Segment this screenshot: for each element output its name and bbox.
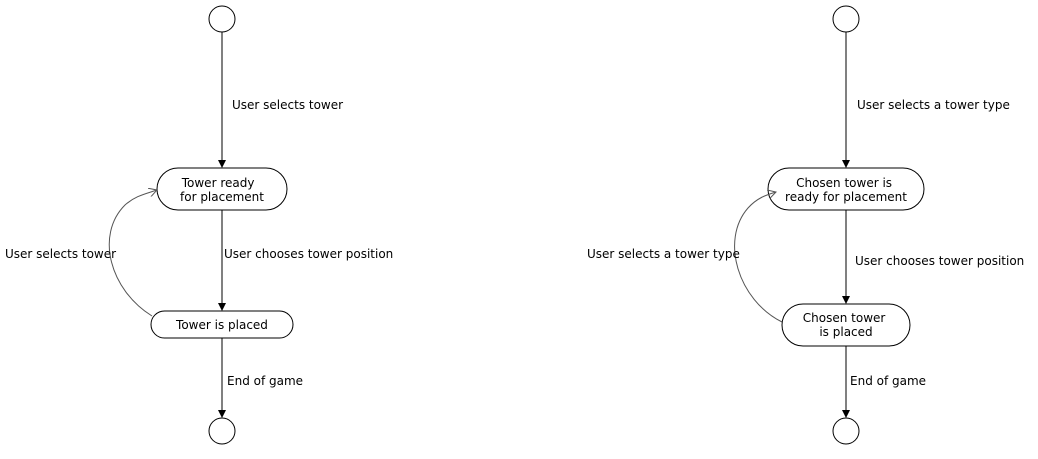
right-label-start-to-ready: User selects a tower type (857, 98, 1010, 112)
left-label-placed-to-ready: User selects tower (5, 247, 116, 261)
left-state-ready-label: Tower ready for placement (180, 176, 264, 204)
right-label-placed-to-end: End of game (850, 374, 926, 388)
left-state-diagram: User selects tower Tower ready for place… (5, 5, 393, 445)
left-final-state (208, 417, 236, 445)
left-initial-state (208, 5, 236, 33)
left-label-start-to-ready: User selects tower (232, 98, 343, 112)
left-edge-placed-to-ready (108, 190, 157, 317)
right-edge-placed-to-ready (734, 192, 783, 323)
left-label-ready-to-placed: User chooses tower position (224, 247, 393, 261)
left-state-placed-label: Tower is placed (175, 318, 268, 332)
right-label-placed-to-ready: User selects a tower type (587, 247, 740, 261)
right-label-ready-to-placed: User chooses tower position (855, 254, 1024, 268)
right-state-placed-label: Chosen tower is placed (803, 311, 889, 339)
right-final-state (832, 417, 860, 445)
right-initial-state (832, 5, 860, 33)
right-state-diagram: User selects a tower type Chosen tower i… (587, 5, 1024, 445)
left-label-placed-to-end: End of game (227, 374, 303, 388)
right-state-ready-label: Chosen tower is ready for placement (785, 176, 907, 204)
